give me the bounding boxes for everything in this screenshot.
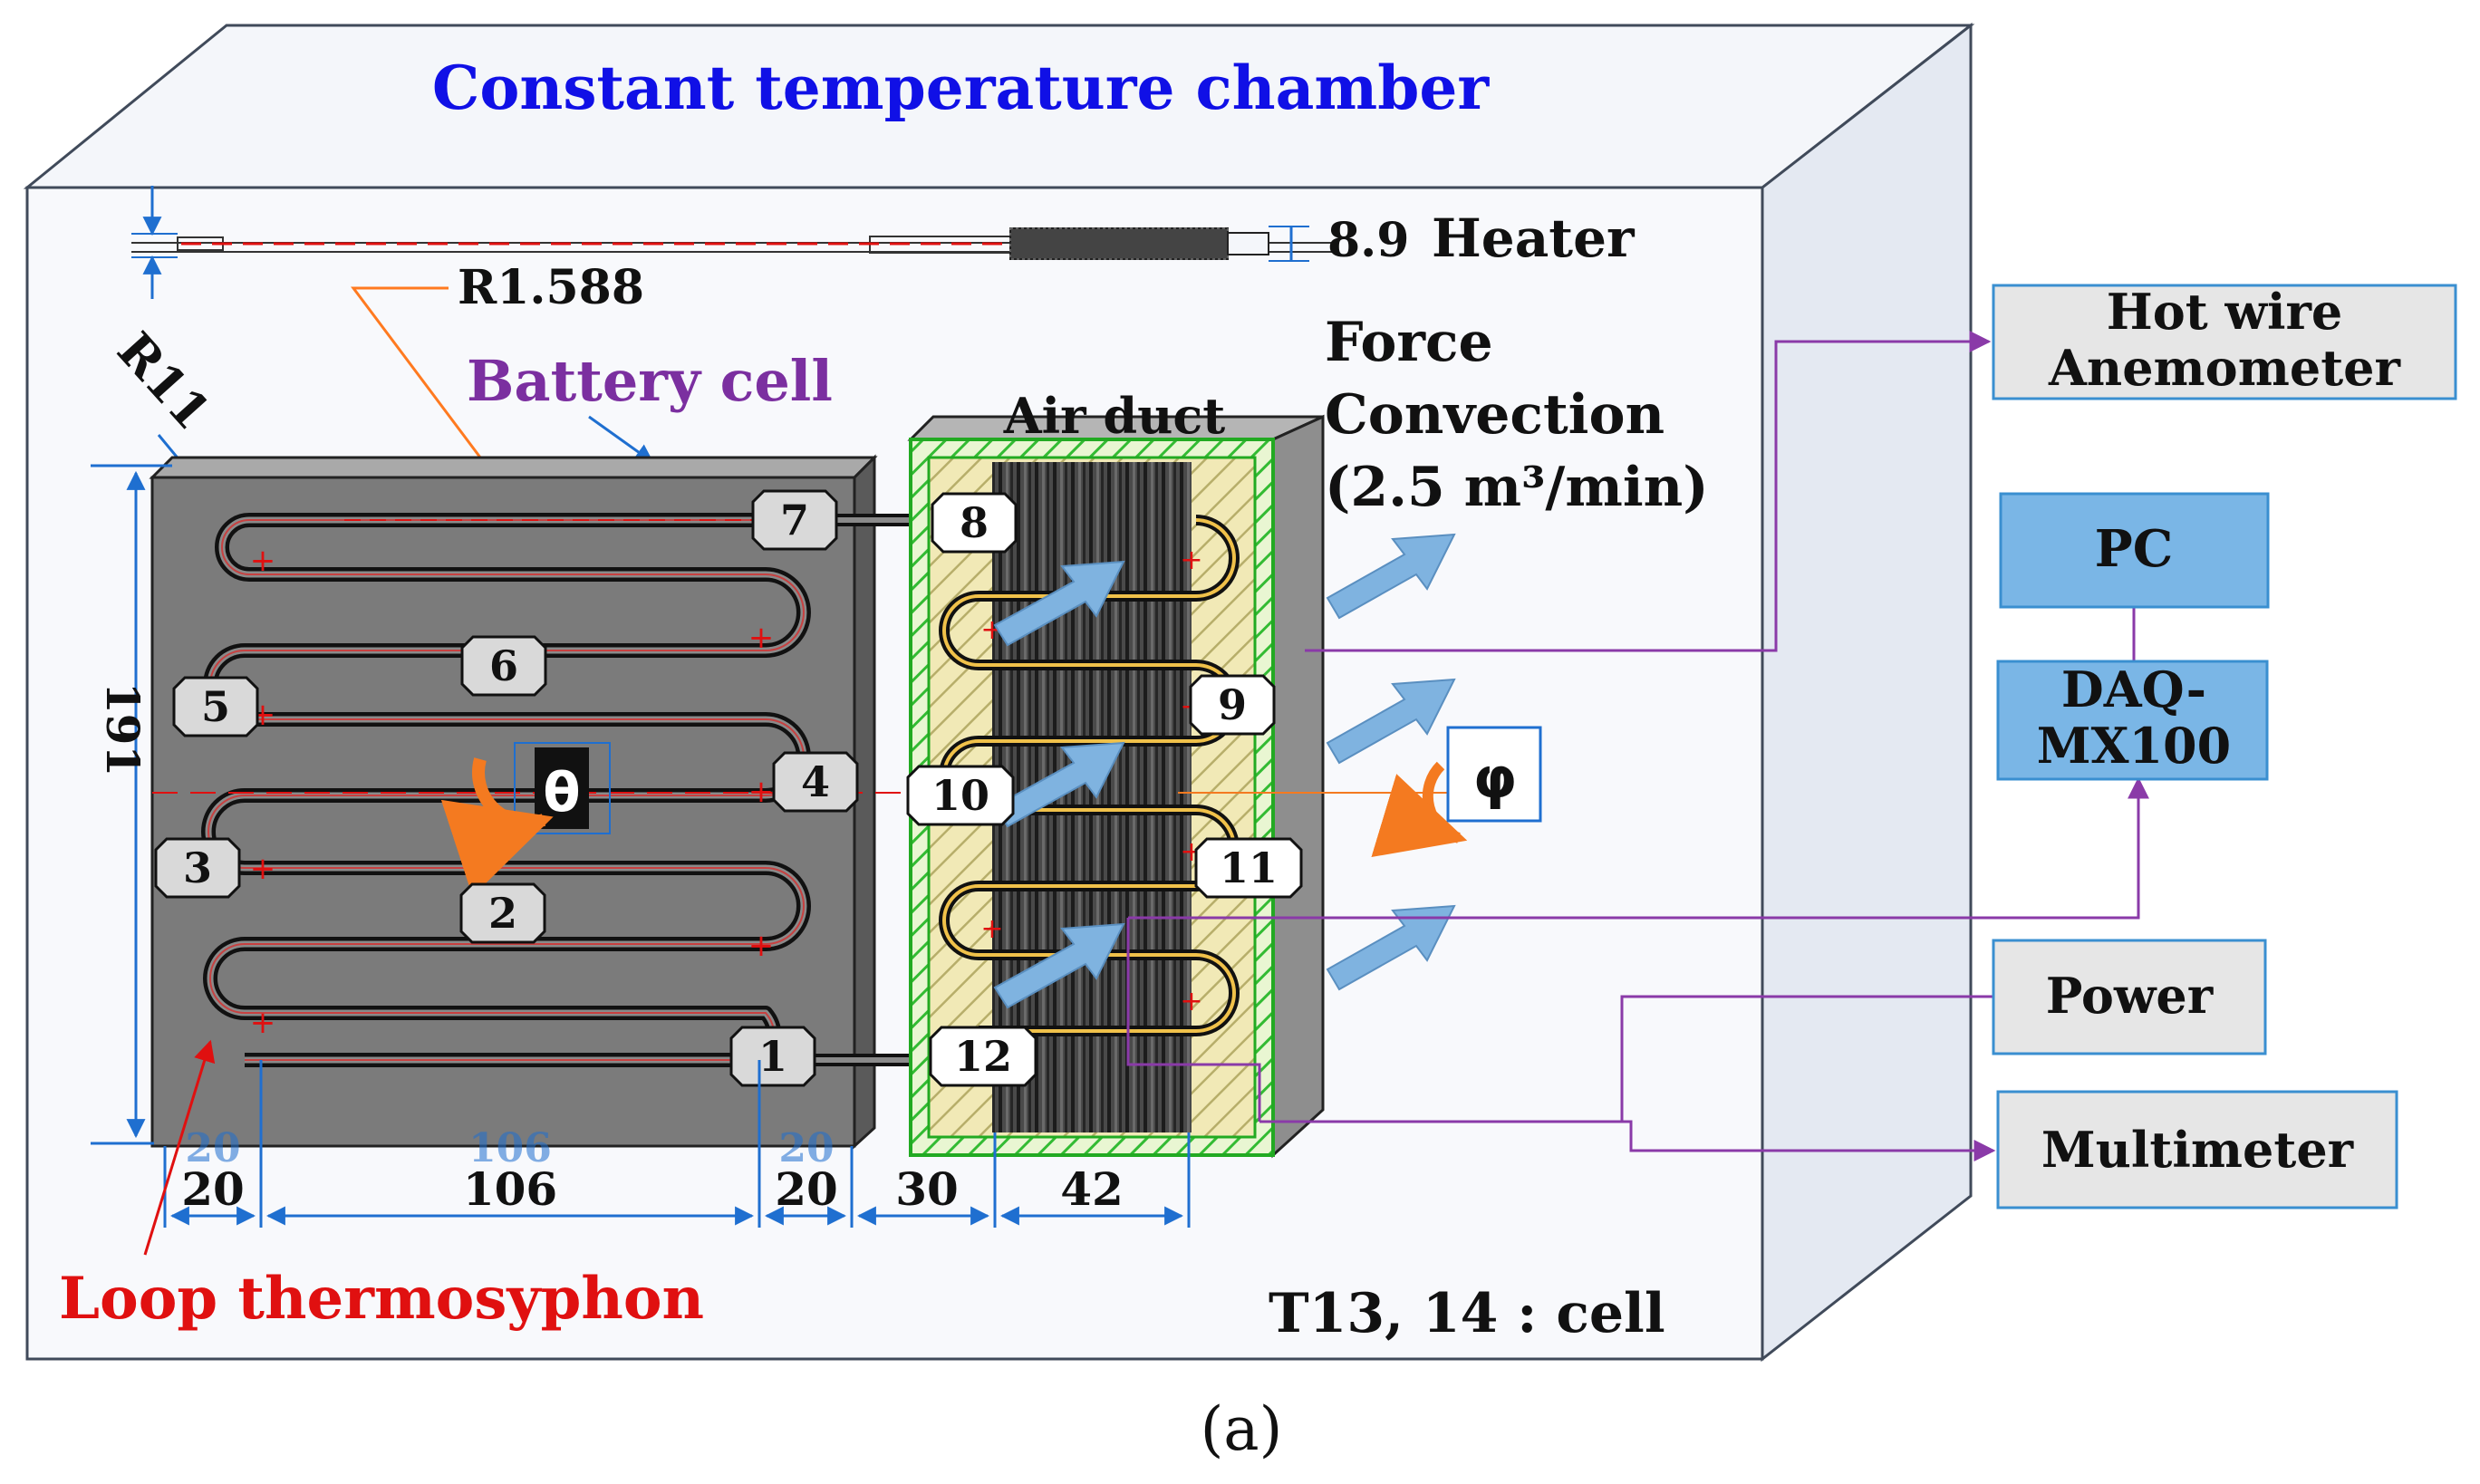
height-dimension: 191: [96, 682, 150, 776]
pc-label: PC: [2095, 519, 2174, 579]
hot-wire-line1: Hot wire: [2107, 283, 2343, 341]
hidden-dimensions: 20 106 20: [185, 1125, 834, 1171]
svg-text:+: +: [748, 928, 775, 964]
sensor-10-badge: [906, 765, 1015, 826]
power-box: [1992, 939, 2267, 1055]
heater-label: Heater: [1432, 207, 1636, 269]
theta-rotation-indicator: [440, 742, 611, 897]
sensor-12-label: 12: [954, 1032, 1012, 1081]
sensor-1-badge: [729, 1026, 816, 1087]
sensor-7-badge: [751, 489, 838, 551]
sensor-1-label: 1: [758, 1032, 787, 1081]
daq-line2: MX100: [2037, 717, 2231, 775]
chamber-title: Constant temperature chamber: [432, 53, 1491, 123]
airflow-arrows: [993, 533, 1456, 1009]
convection-line3: (2.5 m³/min): [1325, 456, 1709, 519]
battery-label: Battery cell: [467, 348, 833, 414]
daq-line1: DAQ-: [2061, 660, 2206, 718]
sensor-6-badge: [460, 635, 547, 697]
dim-106: 106: [463, 1162, 557, 1216]
svg-text:+: +: [1180, 544, 1202, 576]
dim-20-left: 20: [181, 1162, 245, 1216]
sensor-10-label: 10: [931, 771, 989, 820]
sensor-9-label: 9: [1218, 680, 1247, 729]
sensor-12-badge: [929, 1026, 1037, 1087]
phi-symbol: φ: [1473, 745, 1518, 811]
hidden-dim-2: 106: [468, 1125, 552, 1171]
svg-text:+: +: [1180, 986, 1202, 1017]
dim-30: 30: [895, 1162, 959, 1216]
hot-wire-anemometer-box: [1992, 284, 2457, 400]
phi-rotation-indicator: [1178, 726, 1542, 857]
theta-symbol: θ: [543, 761, 580, 824]
sensor-7-label: 7: [780, 496, 809, 544]
chamber-footnote: T13, 14 : cell: [1269, 1282, 1665, 1345]
dim-20-right: 20: [775, 1162, 838, 1216]
pipe-radius-leader: [351, 286, 523, 514]
power-label: Power: [2046, 967, 2214, 1025]
dimension-lines: [91, 464, 1191, 1228]
hot-wire-line2: Anemometer: [2048, 339, 2400, 397]
svg-text:+: +: [250, 543, 276, 579]
sensor-2-label: 2: [488, 889, 517, 938]
sensor-5-badge: [172, 676, 259, 737]
pc-box: [1999, 492, 2270, 609]
sensor-5-label: 5: [201, 682, 230, 731]
multimeter-box: [1996, 1090, 2398, 1209]
heater-dimension: 8.9: [1327, 213, 1409, 268]
sensor-11-label: 11: [1220, 843, 1278, 892]
daq-box: [1996, 660, 2269, 781]
sensor-8-label: 8: [960, 498, 989, 547]
loop-label: Loop thermosyphon: [59, 1265, 704, 1333]
sensor-9-badge: [1189, 674, 1276, 736]
sensor-11-badge: [1194, 837, 1303, 899]
svg-text:+: +: [748, 620, 775, 656]
sensor-2-badge: [459, 882, 546, 944]
convection-line1: Force: [1325, 311, 1493, 374]
battery-leader: [588, 415, 654, 464]
heater-assembly: [131, 186, 1332, 299]
multimeter-label: Multimeter: [2041, 1121, 2354, 1179]
svg-text:+: +: [980, 913, 1003, 945]
air-duct-label: Air duct: [1003, 387, 1226, 445]
loop-leader: [143, 1039, 216, 1256]
convection-line2: Convection: [1325, 383, 1665, 447]
sensor-4-label: 4: [801, 757, 830, 806]
sensor-3-label: 3: [183, 843, 212, 892]
air-duct: [907, 414, 1325, 1159]
sensor-3-badge: [154, 837, 241, 899]
svg-text:+: +: [250, 1005, 276, 1041]
bottom-dimensions: 20 106 20 30 42: [181, 1162, 1124, 1216]
sensor-6-label: 6: [489, 641, 518, 690]
hidden-dim-1: 20: [185, 1125, 240, 1171]
svg-text:+: +: [250, 851, 276, 887]
sensor-8-badge: [931, 492, 1018, 554]
dim-42: 42: [1060, 1162, 1124, 1216]
instrument-connectors: [1126, 331, 2149, 1161]
hidden-dim-3: 20: [778, 1125, 834, 1171]
figure-caption: (a): [1201, 1394, 1283, 1464]
pipe-radius-label: R1.588: [458, 260, 644, 315]
sensor-4-badge: [772, 751, 859, 813]
